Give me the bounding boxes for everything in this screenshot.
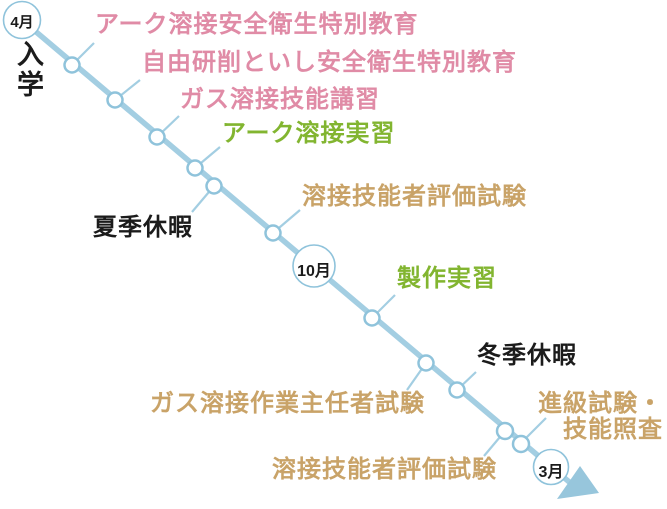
month-label-march: 3月 bbox=[538, 464, 564, 481]
event-label-arc-safety-training: アーク溶接安全衛生特別教育 bbox=[95, 11, 419, 38]
event-label-winter-vacation: 冬季休暇 bbox=[477, 342, 577, 369]
month-circle-april bbox=[2, 0, 42, 40]
event-label-welder-evaluation-exam-1: 溶接技能者評価試験 bbox=[302, 183, 527, 210]
event-label-welder-evaluation-exam-2: 溶接技能者評価試験 bbox=[272, 456, 497, 483]
month-circle-march bbox=[532, 448, 570, 486]
event-node bbox=[264, 224, 282, 242]
event-node bbox=[205, 177, 223, 195]
event-label-gas-welding-chief-exam: ガス溶接作業主任者試験 bbox=[150, 390, 425, 417]
month-label-april: 4月 bbox=[10, 14, 34, 31]
event-node bbox=[186, 159, 204, 177]
event-node bbox=[63, 56, 81, 74]
event-label-grinder-safety-training: 自由研削といし安全衛生特別教育 bbox=[142, 49, 517, 76]
event-node bbox=[495, 421, 515, 441]
event-node bbox=[148, 128, 166, 146]
event-node bbox=[417, 354, 435, 372]
month-circle-october bbox=[292, 244, 336, 288]
event-label-gas-welding-training: ガス溶接技能講習 bbox=[180, 86, 380, 113]
event-node bbox=[511, 434, 531, 454]
event-node bbox=[448, 381, 466, 399]
event-node bbox=[106, 91, 124, 109]
event-node bbox=[363, 309, 381, 327]
event-label-summer-vacation: 夏季休暇 bbox=[93, 214, 193, 241]
month-label-october: 10月 bbox=[297, 263, 331, 280]
enrollment-label: 入学 bbox=[13, 40, 43, 100]
event-label-production-practice: 製作実習 bbox=[397, 265, 497, 292]
event-label-promotion-exam: 進級試験・ 技能照査 bbox=[538, 390, 663, 443]
event-nodes bbox=[63, 56, 531, 454]
arrow-icon bbox=[557, 466, 599, 499]
event-label-arc-welding-practice: アーク溶接実習 bbox=[222, 120, 396, 147]
